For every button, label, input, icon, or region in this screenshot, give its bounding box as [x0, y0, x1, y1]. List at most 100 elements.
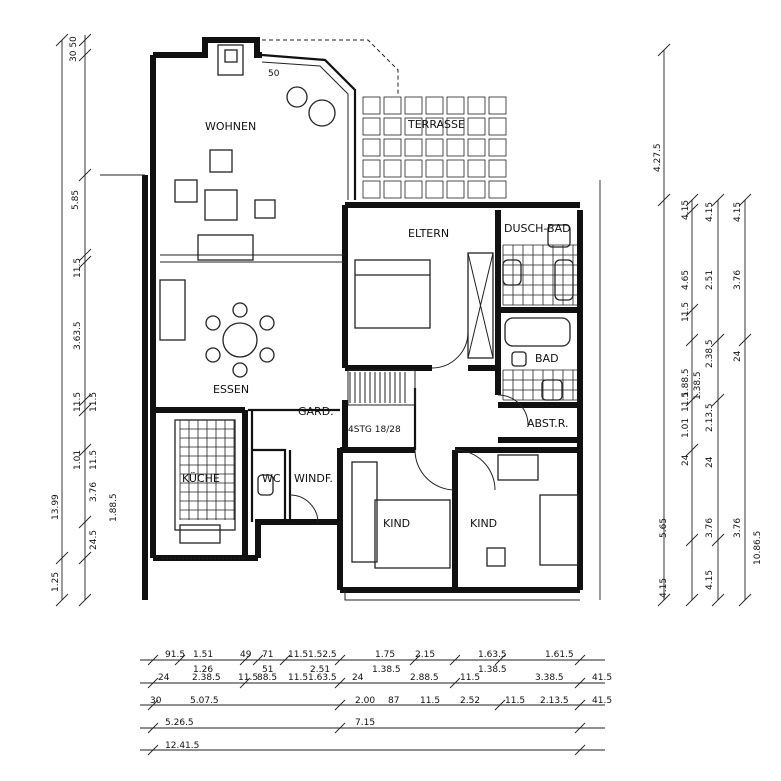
bed-icon: [354, 259, 431, 329]
plant-icon: [286, 86, 308, 108]
dim-bottom1-7: 2.15: [415, 650, 435, 660]
dim-right1-7: 1.01: [681, 418, 691, 438]
dim-right1-9: 4.15: [659, 578, 669, 598]
toilet-icon: [511, 351, 527, 367]
dim-bottom1-6: 1.75: [375, 650, 395, 660]
dim-bottom1-4: 11.5: [288, 650, 308, 660]
dim-right2-2: 2.38.5: [705, 339, 715, 368]
bidet-icon: [554, 259, 574, 301]
dim-left-5: 1.01: [73, 450, 83, 470]
dim-right2-3: 1.38.5: [693, 371, 703, 400]
dim-bottom1-3: 71: [262, 650, 273, 660]
dim-left-0: 30 50: [69, 36, 79, 62]
terrace-tile: [467, 96, 486, 115]
armchair-icon: [254, 199, 276, 219]
dim-bottom1-8: 1.63.5: [478, 650, 507, 660]
dim-left-9: 24.5: [89, 530, 99, 550]
terrace-tile: [383, 117, 402, 136]
dim-bottom4-6: 11.5: [505, 696, 525, 706]
dim-right1-8: 5.65: [659, 518, 669, 538]
exterior-walls: [100, 37, 583, 600]
dim-right3-1: 3.76: [733, 270, 743, 290]
dim-bottom1-2: 49: [240, 650, 252, 660]
room-label-kueche: KÜCHE: [182, 472, 220, 485]
door-swing: [431, 331, 469, 369]
coffee-table-icon: [204, 189, 238, 221]
dim-bottom6-0: 12.41.5: [165, 741, 199, 751]
terrace-tile: [425, 138, 444, 157]
terrace-tile: [425, 159, 444, 178]
dim-left-4: 11.5: [73, 392, 83, 412]
chair-icon: [259, 347, 275, 363]
terrace-tile: [488, 138, 507, 157]
dim-bottom3-10: 41.5: [592, 673, 612, 683]
room-label-windf: WINDF.: [294, 472, 333, 485]
dim-right1-3: 11.5: [681, 302, 691, 322]
terrace-tile: [404, 159, 423, 178]
dim-bottom1-1: 1.51: [193, 650, 213, 660]
terrace-tile: [362, 138, 381, 157]
dim-right2-1: 2.51: [705, 270, 715, 290]
dim-right2-5: 24: [705, 456, 715, 468]
cabinet-icon: [159, 279, 186, 341]
dim-bottom4-1: 5.07.5: [190, 696, 219, 706]
dim-bottom1-0: 91.5: [165, 650, 185, 660]
terrace-tile: [404, 117, 423, 136]
dim-bottom3-1: 2.38.5: [192, 673, 221, 683]
door-swing: [289, 494, 319, 523]
armchair-icon: [174, 179, 198, 203]
stairs-label: 4STG 18/28: [348, 425, 401, 435]
dim-left-10: 13.99: [51, 494, 61, 520]
stove-icon: [179, 524, 221, 544]
dim-bottom2-1: 51: [262, 665, 273, 675]
terrace-tile: [446, 96, 465, 115]
terrace-tile: [467, 180, 486, 199]
toilet-icon: [502, 259, 522, 286]
dim-bottom2-0: 1.26: [193, 665, 213, 675]
dim-bottom3-6: 24: [352, 673, 364, 683]
dim-right3-4: 10.86.5: [753, 531, 763, 565]
dim-bottom2-3: 1.38.5: [372, 665, 401, 675]
armchair-icon: [308, 99, 336, 127]
interior-walls: [153, 254, 580, 590]
terrace-tile: [488, 96, 507, 115]
dim-bottom3-7: 2.88.5: [410, 673, 439, 683]
chair-icon: [259, 315, 275, 331]
room-label-gard: GARD.: [298, 405, 334, 418]
dining-table-icon: [222, 322, 258, 358]
terrace-tile: [383, 159, 402, 178]
room-label-terrasse: TERRASSE: [407, 118, 465, 131]
dim-right3-3: 3.76: [733, 518, 743, 538]
dim-bottom4-2: 2.00: [355, 696, 375, 706]
chair-icon: [232, 302, 248, 318]
room-label-kind-2: KIND: [470, 517, 497, 530]
dim-bottom3-8: 11.5: [460, 673, 480, 683]
dim-left-11: 1.25: [51, 572, 61, 592]
dim-right1-4: 1.88.5: [681, 368, 691, 397]
terrace-tile: [362, 96, 381, 115]
dim-bottom1-5: 1.52.5: [308, 650, 337, 660]
terrace-tile: [446, 159, 465, 178]
terrace-tile: [488, 159, 507, 178]
wardrobe-icon: [351, 461, 378, 563]
terrace-tile: [425, 96, 444, 115]
terrace-tile: [362, 180, 381, 199]
dim-left-2: 11.5: [73, 258, 83, 278]
dim-bottom4-0: 30: [150, 696, 162, 706]
dimension-texts: 30 50 5.85 11.5 3.63.5 11.5 1.01 11.5 3.…: [51, 36, 763, 751]
dim-bottom4-7: 2.13.5: [540, 696, 569, 706]
dim-bottom2-4: 1.38.5: [478, 665, 507, 675]
chimney-icon: [224, 49, 238, 63]
terrace-tile: [383, 96, 402, 115]
terrace-tile: [362, 159, 381, 178]
dim-right2-0: 4.15: [705, 202, 715, 222]
terrace-tile: [446, 117, 465, 136]
dim-bottom5-0: 5.26.5: [165, 718, 194, 728]
terrace-tile: [446, 180, 465, 199]
dim-left-3: 3.63.5: [73, 321, 83, 350]
room-label-kind-1: KIND: [383, 517, 410, 530]
terrace-tile: [425, 117, 444, 136]
bathtub-icon: [504, 317, 571, 347]
terrace-tile: [446, 138, 465, 157]
